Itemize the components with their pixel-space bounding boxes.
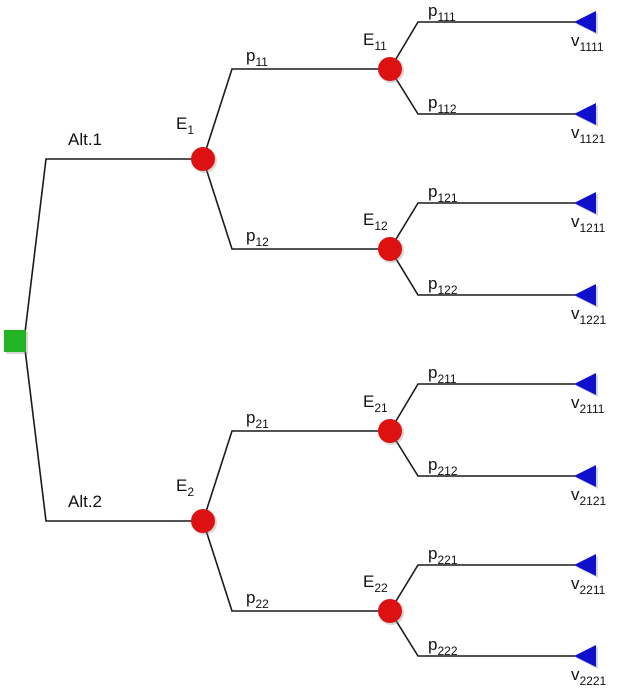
probability-label: p112 — [428, 93, 457, 116]
payoff-label: v2121 — [571, 485, 607, 508]
chance-node-label: E11 — [363, 30, 387, 53]
chance-node-label: E1 — [176, 114, 194, 137]
payoff-label: v1121 — [571, 123, 606, 146]
payoff-label: v1211 — [571, 212, 606, 235]
chance-node — [378, 419, 402, 443]
probability-label: p221 — [428, 544, 458, 567]
chance-node — [378, 599, 402, 623]
probability-label: p12 — [246, 226, 269, 249]
alternative-branch — [23, 340, 203, 522]
labels: Alt.1 E1 p11 E11 p111 v1111 p112 v1121 p12 E12 p12… — [68, 1, 607, 688]
alternative-label: Alt.1 — [68, 130, 102, 149]
terminal-node — [574, 373, 596, 395]
chance-node — [191, 509, 215, 533]
probability-label: p211 — [428, 363, 457, 386]
decision-node-square — [4, 330, 26, 352]
terminal-node — [574, 554, 596, 576]
payoff-label: v2211 — [571, 574, 606, 597]
terminal-node — [574, 192, 596, 214]
outcome-branch — [389, 430, 584, 477]
chance-node-label: E12 — [363, 210, 388, 233]
chance-node — [378, 237, 402, 261]
probability-label: p122 — [428, 274, 458, 297]
payoff-label: v1221 — [571, 304, 607, 327]
chance-node-label: E2 — [176, 476, 194, 499]
outcome-branch — [389, 248, 584, 296]
alternative-branch — [23, 158, 203, 342]
chance-node — [378, 57, 402, 81]
payoff-label: v2221 — [571, 665, 607, 688]
outcome-branch — [389, 68, 584, 115]
outcome-branch — [389, 610, 584, 657]
probability-branch — [202, 158, 390, 250]
outcome-branch — [389, 202, 584, 250]
outcome-branch — [389, 564, 584, 612]
edges — [23, 21, 584, 657]
probability-label: p11 — [246, 46, 268, 69]
probability-label: p22 — [246, 588, 269, 611]
terminal-node — [574, 11, 596, 33]
probability-branch — [202, 68, 390, 160]
outcome-branch — [389, 21, 584, 70]
alternative-label: Alt.2 — [68, 492, 102, 511]
probability-label: p111 — [428, 1, 456, 24]
probability-label: p212 — [428, 455, 458, 478]
terminal-node — [574, 645, 596, 667]
chance-node-label: E21 — [363, 392, 388, 415]
payoff-label: v1111 — [571, 31, 604, 54]
chance-node-label: E22 — [363, 572, 388, 595]
probability-label: p222 — [428, 635, 458, 658]
probability-branch — [202, 430, 390, 522]
terminal-node — [574, 103, 596, 125]
terminal-node — [574, 284, 596, 306]
nodes — [4, 11, 598, 669]
probability-label: p21 — [246, 408, 269, 431]
probability-branch — [202, 520, 390, 612]
terminal-node — [574, 465, 596, 487]
outcome-branch — [389, 383, 584, 432]
payoff-label: v2111 — [571, 393, 605, 416]
probability-label: p121 — [428, 182, 458, 205]
chance-node — [191, 147, 215, 171]
